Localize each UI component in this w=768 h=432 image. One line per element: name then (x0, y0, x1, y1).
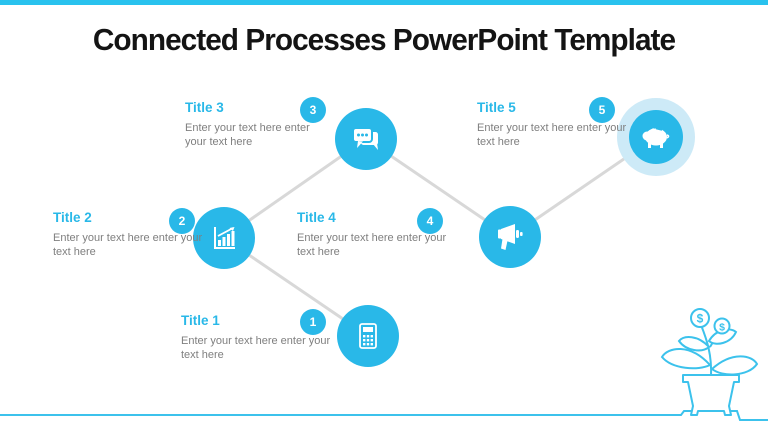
top-accent-bar (0, 0, 768, 5)
megaphone-icon (493, 220, 527, 254)
step-2-number-badge: 2 (169, 208, 195, 234)
money-plant-illustration: $ $ (0, 308, 768, 421)
step-5-circle[interactable] (629, 110, 683, 164)
step-1-circle[interactable] (337, 305, 399, 367)
step-2-circle[interactable] (193, 207, 255, 269)
step-2-text-block: Title 2 Enter your text here enter your … (53, 210, 215, 260)
step-2-title: Title 2 (53, 210, 92, 225)
step-3-title: Title 3 (185, 100, 224, 115)
page-title: Connected Processes PowerPoint Template (92, 22, 676, 57)
chat-bubbles-icon (349, 123, 383, 155)
bar-chart-growth-icon (208, 222, 240, 254)
step-4-circle[interactable] (479, 206, 541, 268)
step-1-number-badge: 1 (300, 309, 326, 335)
step-3-text-block: Title 3 Enter your text here enter your … (185, 100, 325, 150)
step-4-number-badge: 4 (417, 208, 443, 234)
step-3-number-badge: 3 (300, 97, 326, 123)
step-1-title: Title 1 (181, 313, 220, 328)
calculator-icon (353, 321, 383, 351)
step-5-text-block: Title 5 Enter your text here enter your … (477, 100, 637, 150)
step-3-body[interactable]: Enter your text here enter your text her… (185, 122, 310, 149)
piggy-bank-icon (640, 123, 672, 151)
step-4-body[interactable]: Enter your text here enter your text her… (297, 232, 447, 259)
step-3-circle[interactable] (335, 108, 397, 170)
step-1-text-block: Title 1 Enter your text here enter your … (181, 313, 341, 363)
coin-dollar-symbol: $ (697, 312, 704, 326)
step-5-number-badge: 5 (589, 97, 615, 123)
step-4-text-block: Title 4 Enter your text here enter your … (297, 210, 457, 260)
step-5-title: Title 5 (477, 100, 516, 115)
step-5-body[interactable]: Enter your text here enter your text her… (477, 122, 627, 149)
step-2-body[interactable]: Enter your text here enter your text her… (53, 232, 203, 259)
step-4-title: Title 4 (297, 210, 336, 225)
step-1-body[interactable]: Enter your text here enter your text her… (181, 335, 331, 362)
coin-dollar-symbol: $ (719, 322, 725, 334)
